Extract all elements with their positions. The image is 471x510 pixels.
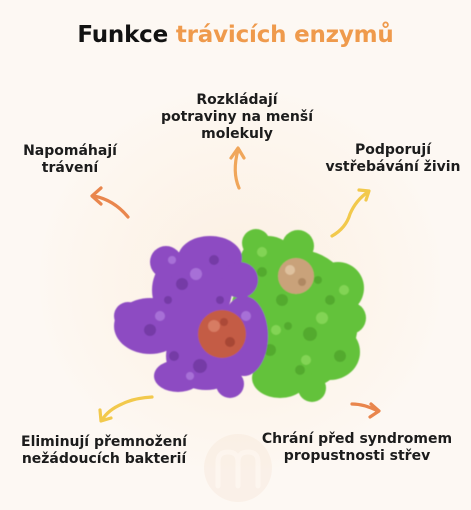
- label-aid-digestion: Napomáhají trávení: [10, 143, 130, 177]
- label-line: propustnosti střev: [283, 448, 431, 464]
- arrow-up-left: [90, 186, 130, 219]
- label-line: Podporují: [354, 142, 431, 158]
- label-break-down-food: Rozkládají potraviny na menší molekuly: [142, 92, 332, 143]
- label-line: Rozkládají: [196, 92, 278, 108]
- label-protect-leaky-gut: Chrání před syndromem propustnosti střev: [252, 431, 462, 465]
- arrow-down-right: [350, 402, 381, 419]
- label-line: vstřebávání živin: [325, 159, 461, 175]
- enzyme-protein-illustration: [114, 229, 366, 402]
- arrow-down-left: [98, 395, 154, 423]
- label-support-absorption: Podporují vstřebávání živin: [318, 142, 468, 176]
- label-line: nežádoucích bakterií: [21, 451, 187, 467]
- label-eliminate-bacteria: Eliminují přemnožení nežádoucích bakteri…: [4, 434, 204, 468]
- protein-red-subunit: [198, 310, 246, 358]
- protein-green-texture: [257, 267, 346, 375]
- label-line: molekuly: [201, 126, 273, 142]
- page-title: Funkce trávicích enzymů: [0, 22, 471, 48]
- label-line: Chrání před syndromem: [261, 431, 453, 447]
- label-line: trávení: [41, 160, 99, 176]
- watermark-logo: [204, 434, 272, 502]
- label-line: Napomáhají: [23, 143, 117, 159]
- title-part-dark: Funkce: [77, 22, 169, 48]
- arrow-up-right: [330, 188, 371, 238]
- label-line: potraviny na menší: [160, 109, 314, 125]
- label-line: Eliminují přemnožení: [21, 434, 187, 450]
- arrow-up: [229, 146, 246, 190]
- title-part-accent: trávicích enzymů: [175, 22, 394, 48]
- protein-tan-subunit: [278, 258, 314, 294]
